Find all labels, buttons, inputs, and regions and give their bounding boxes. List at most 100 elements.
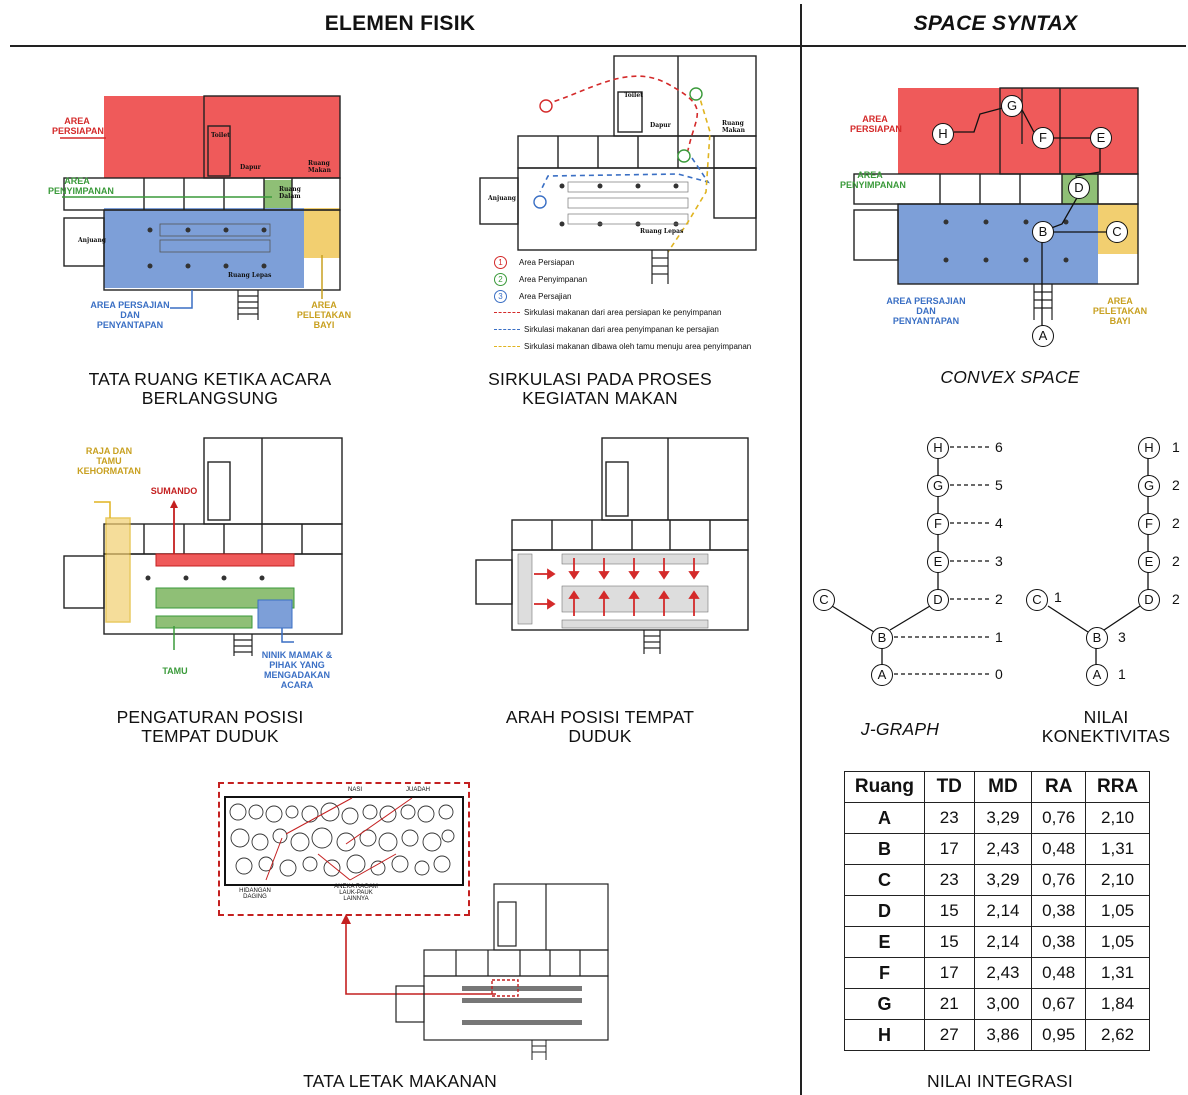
konek-val-d: 2 [1172, 591, 1180, 607]
convex-area-persajian-label: AREA PERSAJIAN DAN PENYANTAPAN [886, 296, 966, 326]
table-cell-value: 2,10 [1085, 802, 1150, 834]
legend-line-text-1: Sirkulasi makanan dari area persiapan ke… [524, 308, 722, 317]
jgraph-node-b: B [871, 627, 893, 649]
persiapan-pointer [60, 137, 106, 139]
food-items-drawing [229, 797, 455, 881]
caption-jgraph: J-GRAPH [860, 719, 940, 739]
caption-sirkulasi-line2: KEGIATAN MAKAN [522, 388, 678, 408]
depth-h: 6 [995, 439, 1003, 455]
convex-node-b: B [1032, 221, 1054, 243]
table-cell-value: 0,76 [1031, 864, 1087, 896]
table-cell-ruang: H [844, 1019, 925, 1051]
table-cell-value: 3,29 [973, 864, 1033, 896]
caption-tata-ruang-line1: TATA RUANG KETIKA ACARA [88, 369, 332, 389]
caption-posisi-duduk-line2: TEMPAT DUDUK [141, 726, 279, 746]
convex-node-c: C [1106, 221, 1128, 243]
konek-node-a: A [1086, 664, 1108, 686]
table-cell-value: 27 [923, 1019, 975, 1051]
plan1-ruang-makan-label: Ruang Makan [308, 160, 331, 174]
table-header-row: Ruang TD MD RA RRA [844, 771, 1150, 803]
table-cell-value: 2,62 [1085, 1019, 1150, 1051]
table-cell-value: 0,48 [1031, 833, 1087, 865]
table-cell-value: 2,43 [973, 957, 1033, 989]
plan2-ruang-lepas-label: Ruang Lepas [640, 228, 684, 235]
table-cell-value: 17 [923, 833, 975, 865]
dashed-red-icon [494, 312, 520, 314]
table-cell-value: 0,76 [1031, 802, 1087, 834]
convex-area-persiapan-label: AREA PERSIAPAN [850, 114, 902, 134]
konek-val-b: 3 [1118, 629, 1126, 645]
table-cell-value: 1,05 [1085, 895, 1150, 927]
legend-line-2: Sirkulasi makanan dari area penyimpanan … [494, 325, 719, 334]
col-ra: RA [1031, 771, 1087, 803]
table-cell-value: 2,10 [1085, 864, 1150, 896]
j-graph [831, 446, 992, 675]
food-label-nasi: NASI [348, 787, 363, 793]
penyimpanan-pointer [62, 196, 272, 198]
food-label-aneka: ANEKA RAGAM LAUK-PAUK LAINNYA [334, 884, 378, 902]
table-cell-ruang: C [844, 864, 925, 896]
caption-konektivitas: NILAI KONEKTIVITAS [1026, 708, 1186, 746]
legend-line-text-2: Sirkulasi makanan dari area penyimpanan … [524, 325, 719, 334]
konek-val-a: 1 [1118, 666, 1126, 682]
legend-line-text-3: Sirkulasi makanan dibawa oleh tamu menuj… [524, 342, 752, 351]
legend-text-3: Area Persajian [519, 292, 572, 301]
convex-node-e: E [1090, 127, 1112, 149]
depth-d: 2 [995, 591, 1003, 607]
konek-node-b: B [1086, 627, 1108, 649]
table-cell-value: 1,84 [1085, 988, 1150, 1020]
col-td: TD [923, 771, 975, 803]
depth-e: 3 [995, 553, 1003, 569]
food-label-hidangan: HIDANGAN DAGING [239, 888, 271, 900]
caption-makanan: TATA LETAK MAKANAN [303, 1071, 497, 1091]
jgraph-node-e: E [927, 551, 949, 573]
konek-node-h: H [1138, 437, 1160, 459]
area-penyimpanan-label: AREA PENYIMPANAN [48, 176, 114, 196]
area-persajian-label: AREA PERSAJIAN DAN PENYANTAPAN [90, 300, 170, 330]
caption-konektivitas-line2: KONEKTIVITAS [1041, 726, 1171, 746]
table-cell-value: 3,86 [973, 1019, 1033, 1051]
table-cell-ruang: E [844, 926, 925, 958]
plan2-dapur-label: Dapur [650, 122, 671, 129]
konektivitas-graph [1047, 456, 1149, 666]
plan1-dapur-label: Dapur [240, 164, 261, 171]
plan-arah [475, 437, 749, 654]
depth-f: 4 [995, 515, 1003, 531]
plan2-ruang-makan-label: Ruang Makan [722, 120, 745, 134]
plan-tata-ruang [63, 95, 341, 320]
plan2-anjuang-label: Anjuang [488, 195, 516, 202]
jgraph-node-d: D [927, 589, 949, 611]
plan1-ruang-dalam-label: Ruang Dalam [279, 186, 301, 200]
table-cell-ruang: G [844, 988, 925, 1020]
konek-val-h: 1 [1172, 439, 1180, 455]
depth-b: 1 [995, 629, 1003, 645]
caption-tata-ruang-line2: BERLANGSUNG [141, 388, 279, 408]
raja-label: RAJA DAN TAMU KEHORMATAN [77, 446, 141, 476]
plan1-toilet-label: Toilet [211, 132, 230, 139]
depth-g: 5 [995, 477, 1003, 493]
caption-posisi-duduk: PENGATURAN POSISI TEMPAT DUDUK [40, 708, 380, 746]
caption-konektivitas-line1: NILAI [1083, 707, 1129, 727]
table-cell-value: 21 [923, 988, 975, 1020]
table-cell-ruang: F [844, 957, 925, 989]
table-cell-value: 2,14 [973, 895, 1033, 927]
table-cell-value: 2,14 [973, 926, 1033, 958]
konek-val-e: 2 [1172, 553, 1180, 569]
legend-num-2: 2 [494, 273, 507, 286]
convex-node-g: G [1001, 95, 1023, 117]
food-detail-frame [218, 782, 470, 916]
plan-posisi-duduk [63, 437, 343, 656]
caption-sirkulasi: SIRKULASI PADA PROSES KEGIATAN MAKAN [440, 370, 760, 408]
depth-a: 0 [995, 666, 1003, 682]
caption-arah-line2: DUDUK [568, 726, 632, 746]
table-cell-value: 15 [923, 926, 975, 958]
konek-val-f: 2 [1172, 515, 1180, 531]
legend-text-2: Area Penyimpanan [519, 275, 588, 284]
